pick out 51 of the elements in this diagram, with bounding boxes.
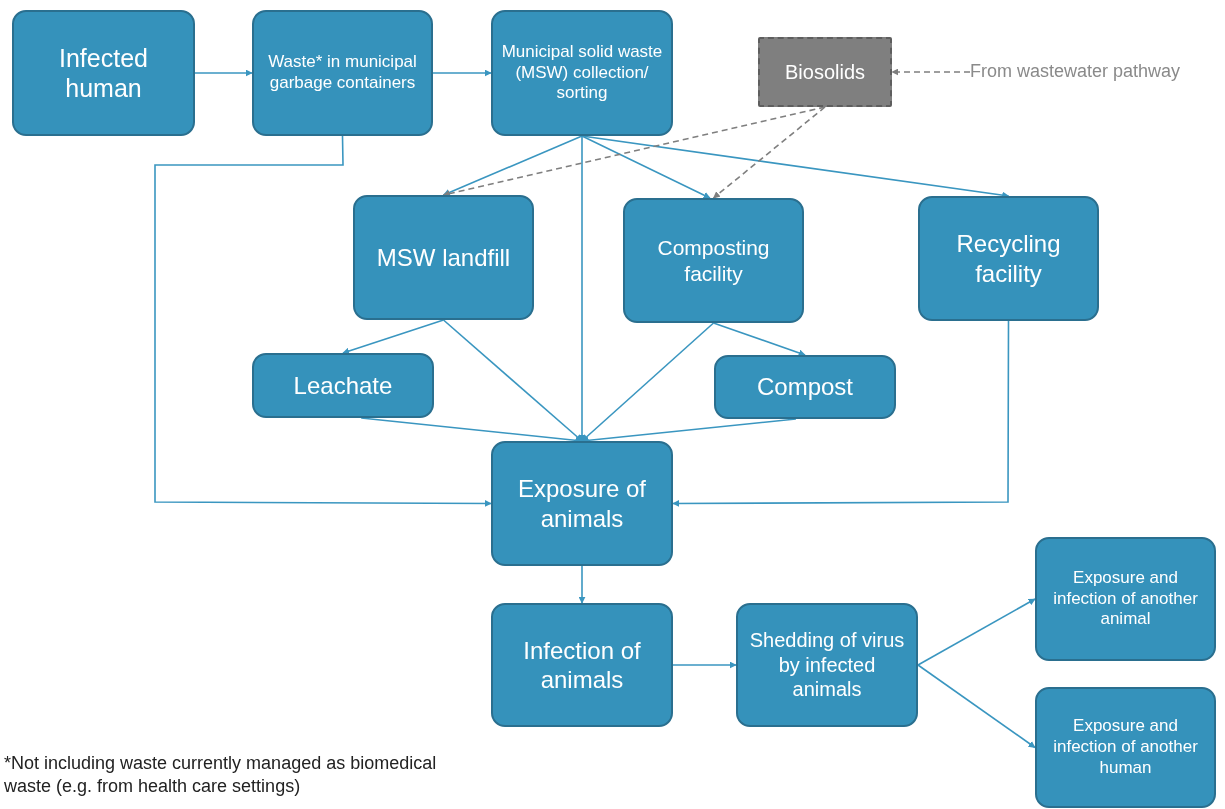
box-label: Composting facility <box>656 234 771 287</box>
arrow <box>578 135 586 442</box>
arrow <box>432 69 492 77</box>
arrow <box>360 417 583 444</box>
arrow <box>917 598 1036 666</box>
source-label: From wastewater pathway <box>970 58 1220 86</box>
box-label: Municipal solid waste (MSW) collection/ sorting <box>501 41 663 105</box>
arrow <box>712 106 826 199</box>
arrow <box>442 106 826 197</box>
box-label: Exposure of animals <box>516 474 648 533</box>
arrow <box>581 418 797 444</box>
arrow <box>342 319 445 355</box>
arrow <box>581 322 715 442</box>
process-box <box>1035 537 1216 661</box>
process-box <box>491 603 673 727</box>
arrow <box>672 661 737 669</box>
arrow <box>194 69 253 77</box>
arrow <box>581 135 711 199</box>
box-label: Leachate <box>293 370 393 401</box>
process-box <box>623 198 804 323</box>
box-label: Exposure and infection of another animal <box>1052 567 1199 631</box>
arrow <box>442 135 583 196</box>
box-label: Biosolids <box>784 59 865 85</box>
box-label: Shedding of virus by infected animals <box>748 628 906 702</box>
arrow <box>581 135 1010 199</box>
process-box <box>12 10 195 136</box>
process-box <box>1035 687 1216 808</box>
process-box <box>491 10 673 136</box>
box-label: Waste* in municipal garbage containers <box>267 52 418 94</box>
arrow <box>712 322 806 357</box>
arrow <box>891 68 971 76</box>
arrow <box>578 565 586 604</box>
process-box <box>491 441 673 566</box>
process-box <box>252 353 434 418</box>
box-label: Compost <box>756 372 853 402</box>
arrow <box>917 664 1036 749</box>
box-label: Exposure and infection of another human <box>1052 716 1199 779</box>
arrow <box>442 319 583 442</box>
box-label: Recycling facility <box>955 229 1062 288</box>
process-box <box>918 196 1099 321</box>
box-label: Infected human <box>58 42 149 104</box>
footnote: *Not including waste currently managed as biomedical waste (e.g. from health care settings) <box>4 752 438 799</box>
process-box <box>252 10 433 136</box>
process-box <box>758 37 892 107</box>
arrow <box>154 135 492 507</box>
box-label: MSW landfill <box>376 242 511 273</box>
process-box <box>736 603 918 727</box>
box-label: Infection of animals <box>522 635 642 695</box>
process-box <box>714 355 896 419</box>
process-box <box>353 195 534 320</box>
arrow <box>672 320 1010 507</box>
